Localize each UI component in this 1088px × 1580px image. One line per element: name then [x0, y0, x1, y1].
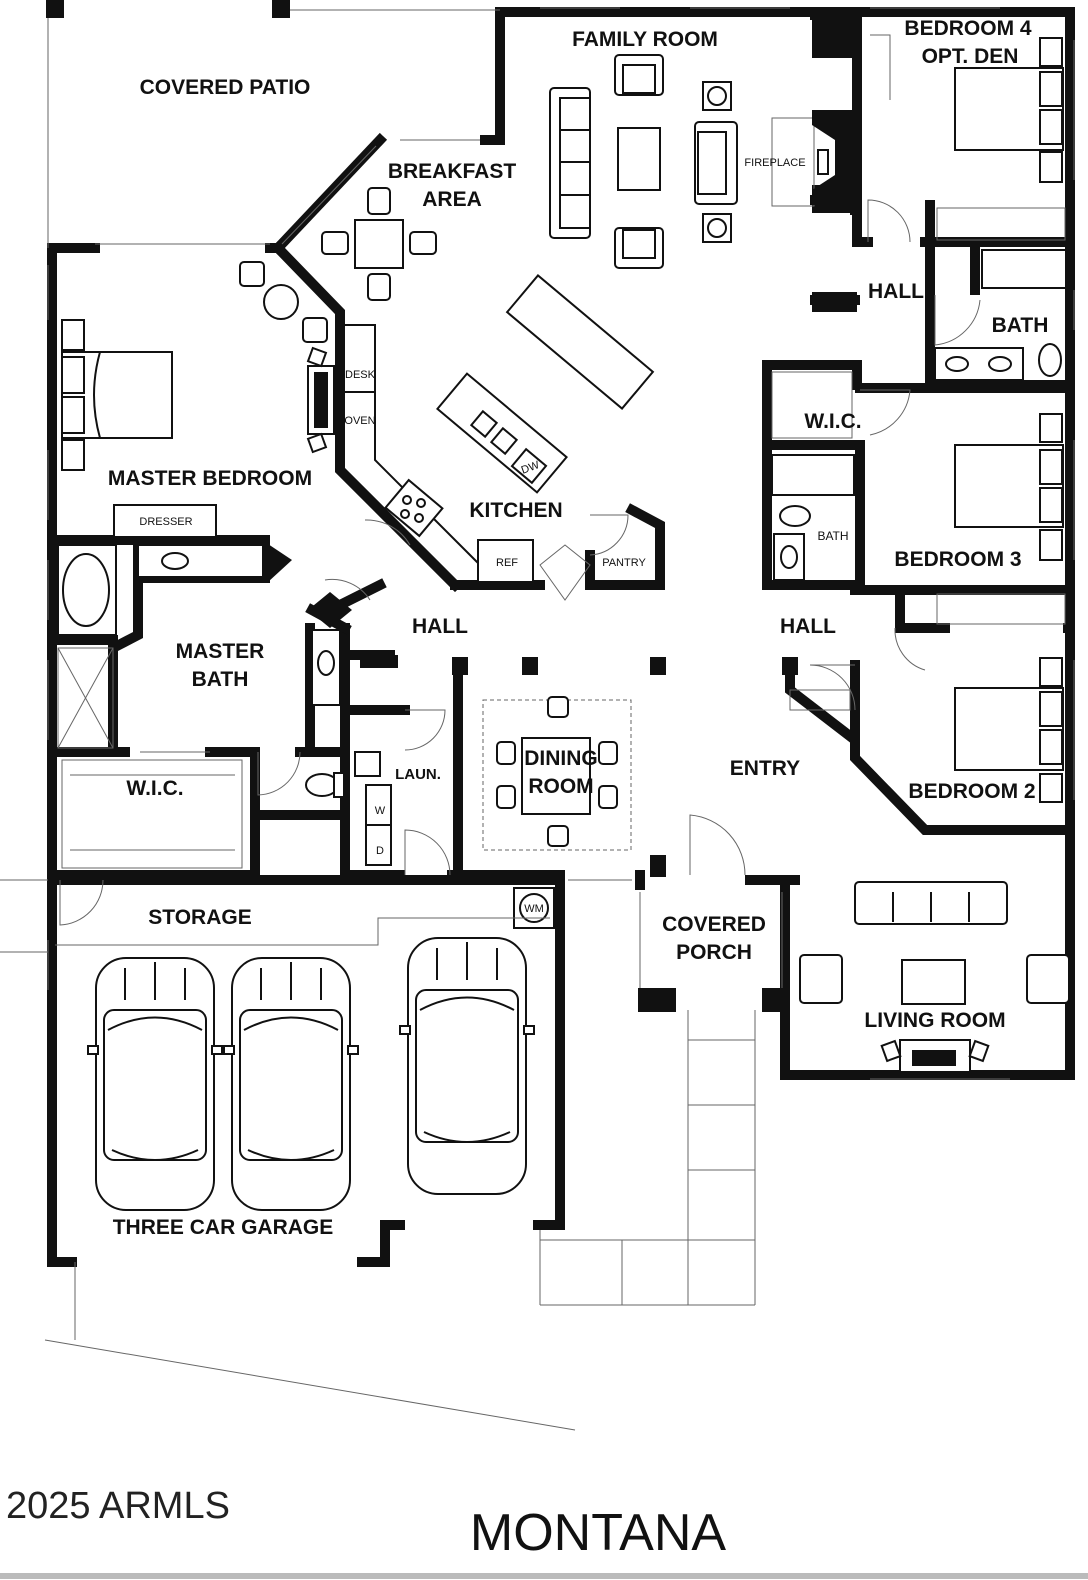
master-bedroom-label: MASTER BEDROOM: [108, 467, 312, 490]
patio-post: [46, 0, 64, 18]
breakfast-table: [321, 187, 437, 301]
bedroom-3-label: BEDROOM 3: [894, 548, 1021, 571]
hall-bath-label: BATH: [992, 314, 1049, 337]
car-icon: [223, 957, 359, 1211]
covered-porch-label-2: PORCH: [676, 941, 752, 964]
family-room-label: FAMILY ROOM: [572, 28, 718, 51]
dining-table: [482, 696, 632, 851]
storage-label: STORAGE: [148, 906, 251, 929]
dryer-label: D: [376, 845, 384, 857]
car-icon: [399, 937, 535, 1195]
walkway: [0, 879, 783, 1431]
dining-room-label-1: DINING: [524, 747, 598, 770]
windows: [47, 7, 1075, 1080]
opt-den-label: OPT. DEN: [922, 45, 1019, 68]
kitchen-label: KITCHEN: [469, 499, 562, 522]
bedroom-4-label: BEDROOM 4: [904, 17, 1032, 40]
desk-label: DESK: [345, 369, 376, 381]
dining-room-label-2: ROOM: [528, 775, 593, 798]
laundry-fixtures: [354, 751, 392, 866]
master-wic-label: W.I.C.: [126, 777, 183, 800]
living-room-furniture: [799, 881, 1070, 1073]
living-room-label: LIVING ROOM: [864, 1009, 1005, 1032]
oven-label: OVEN: [344, 415, 375, 427]
bedroom-furniture: [954, 37, 1064, 803]
washer-label: W: [375, 805, 386, 817]
refrigerator-label: REF: [496, 557, 518, 569]
water-meter-label: WM: [524, 903, 544, 915]
family-room-furniture: [549, 54, 855, 269]
fireplace-label: FIREPLACE: [744, 157, 805, 169]
bedroom-2-label: BEDROOM 2: [908, 780, 1035, 803]
entry-label: ENTRY: [730, 757, 800, 780]
laundry-label: LAUN.: [395, 766, 441, 783]
cars: [87, 937, 535, 1211]
pantry-label: PANTRY: [602, 557, 646, 569]
wic-label-bedroom3: W.I.C.: [804, 410, 861, 433]
patio-post: [272, 0, 290, 18]
car-icon: [87, 957, 223, 1211]
master-bath-label-2: BATH: [192, 668, 249, 691]
master-bedroom-furniture: [61, 261, 335, 538]
kitchen-islands: [343, 273, 655, 583]
bath-small-label: BATH: [817, 529, 848, 543]
copyright-text: 2025 ARMLS: [6, 1485, 230, 1527]
master-bath-fixtures: [57, 544, 345, 869]
covered-patio-label: COVERED PATIO: [140, 76, 311, 99]
breakfast-area-label-1: BREAKFAST: [388, 160, 517, 183]
garage-label: THREE CAR GARAGE: [113, 1216, 334, 1239]
water-meter: [513, 887, 555, 929]
hall-label-center: HALL: [412, 615, 468, 638]
breakfast-area-label-2: AREA: [422, 188, 482, 211]
doors: [59, 34, 981, 926]
hall-bath-fixtures: [771, 207, 1067, 711]
hall-label-upper: HALL: [868, 280, 924, 303]
hall-label-right: HALL: [780, 615, 836, 638]
dresser-label: DRESSER: [139, 516, 192, 528]
plan-name: MONTANA: [470, 1504, 726, 1562]
covered-porch-label-1: COVERED: [662, 913, 766, 936]
master-bath-label-1: MASTER: [176, 640, 265, 663]
